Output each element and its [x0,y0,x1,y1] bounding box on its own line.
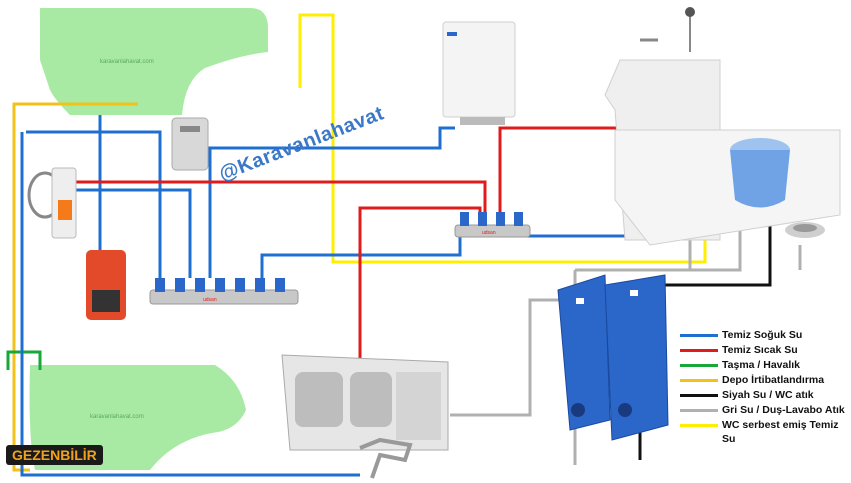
legend-item-wc-feed: WC serbest emiş Temiz Su [680,418,850,446]
legend-label-tank-link: Depo İrtibatlandırma [722,374,825,386]
legend-label-wc-feed: WC serbest emiş Temiz Su [722,419,839,445]
legend-item-hot: Temiz Sıcak Su [680,343,850,357]
manifold-hot-brand: udsan [482,230,496,236]
legend-label-hot: Temiz Sıcak Su [722,344,798,356]
legend-item-black: Siyah Su / WC atık [680,388,850,402]
manifold-main-brand: udsan [203,297,217,303]
manifold-hot: udsan [454,212,531,238]
legend-item-grey: Gri Su / Duş-Lavabo Atık [680,403,850,417]
shower-cabin [604,7,841,246]
legend-swatch-cold [680,334,718,337]
brand-logo: GEZENBİLİR [6,445,103,465]
control-panel [171,117,209,171]
legend-label-black: Siyah Su / WC atık [722,389,814,401]
overflow-line [6,350,42,370]
legend-swatch-wc-feed [680,424,718,427]
legend-item-tank-link: Depo İrtibatlandırma [680,373,850,387]
legend-label-overflow: Taşma / Havalık [722,359,801,371]
waste-tank-grey [557,274,611,431]
legend-item-overflow: Taşma / Havalık [680,358,850,372]
waste-tank-black [604,274,669,441]
legend-label-cold: Temiz Soğuk Su [722,329,803,341]
fresh-water-tank-top: karavanlahavat.com [40,8,268,115]
legend-swatch-grey [680,409,718,412]
legend-swatch-hot [680,349,718,352]
filter-unit [27,167,77,239]
manifold-main: udsan [149,278,299,305]
legend-swatch-overflow [680,364,718,367]
tank-bottom-watermark: karavanlahavat.com [90,414,144,420]
shower-drain [785,222,825,238]
legend: Temiz Soğuk Su Temiz Sıcak Su Taşma / Ha… [680,328,850,447]
fresh-water-tank-bottom: karavanlahavat.com [29,365,246,470]
tank-top-watermark: karavanlahavat.com [100,59,154,65]
wc-toilet [730,138,790,208]
legend-label-grey: Gri Su / Duş-Lavabo Atık [722,404,845,416]
legend-swatch-tank-link [680,379,718,382]
legend-swatch-black [680,394,718,397]
combi-boiler [442,21,516,125]
kitchen-sink [281,354,449,479]
legend-item-cold: Temiz Soğuk Su [680,328,850,342]
water-pump [86,250,126,320]
